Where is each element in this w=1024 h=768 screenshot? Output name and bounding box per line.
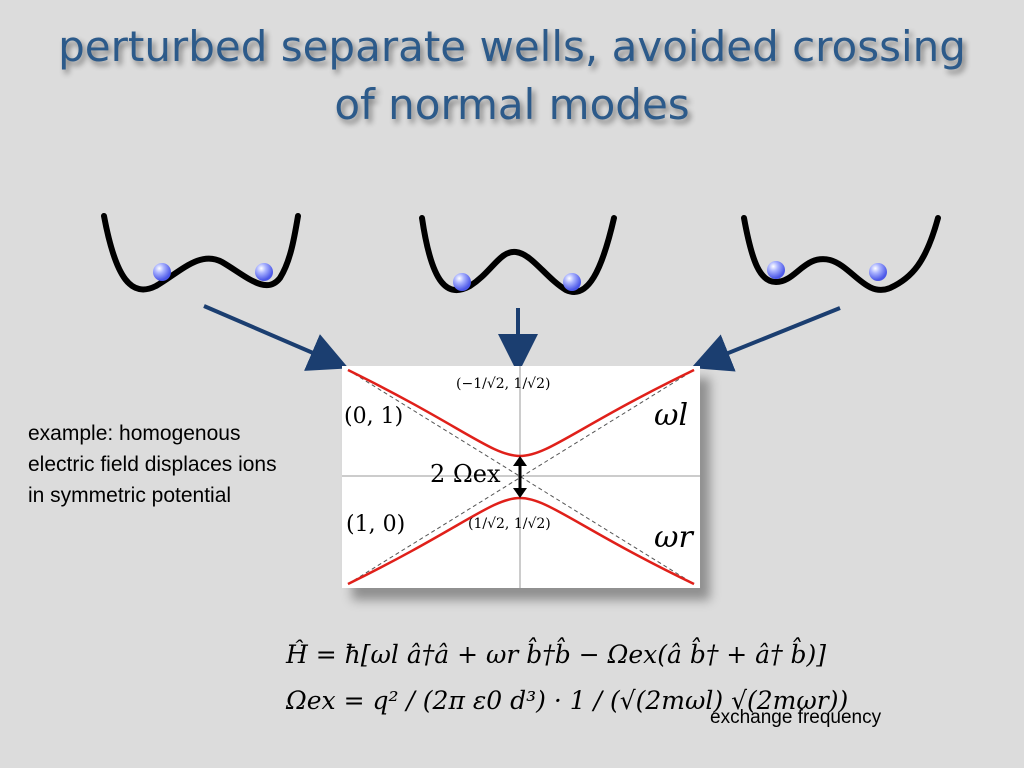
ion-ball xyxy=(869,263,887,281)
lower-mode-curve xyxy=(347,496,695,586)
hamiltonian-equation: Ĥ = ħ[ωl â†â + ωr b̂†b̂ − Ωex(â b̂† + â†… xyxy=(286,640,827,669)
state-label-10: (1, 0) xyxy=(346,512,406,537)
state-label-01: (0, 1) xyxy=(344,404,404,429)
ion-ball xyxy=(153,263,171,281)
slide-title: perturbed separate wells, avoided crossi… xyxy=(0,18,1024,134)
eigenvector-top: (−1/√2, 1/√2) xyxy=(456,376,551,392)
exchange-equation: Ωex = q² / (2π ε0 d³) · 1 / (√(2mωl) √(2… xyxy=(286,686,849,715)
example-description: example: homogenous electric field displ… xyxy=(28,422,277,507)
ion-ball xyxy=(453,273,471,291)
avoided-crossing-curves xyxy=(342,366,700,588)
omega-l-label: ωl xyxy=(654,398,689,433)
pointer-arrow-right xyxy=(691,306,841,372)
title-line-2: of normal modes xyxy=(334,80,690,129)
ion-ball xyxy=(255,263,273,281)
pointer-arrow-left xyxy=(203,304,349,371)
ion-ball xyxy=(767,261,785,279)
title-line-1: perturbed separate wells, avoided crossi… xyxy=(58,22,966,71)
omega-r-label: ωr xyxy=(654,520,693,555)
gap-arrowhead-up xyxy=(513,456,527,466)
ion-ball xyxy=(563,273,581,291)
potential-well-middle xyxy=(419,215,617,295)
avoided-crossing-plot xyxy=(342,366,700,588)
potential-well-right xyxy=(741,215,941,293)
eigenvector-bottom: (1/√2, 1/√2) xyxy=(468,516,551,532)
gap-arrowhead-down xyxy=(513,488,527,498)
potential-well-left xyxy=(101,213,301,293)
gap-label: 2 Ωex xyxy=(430,460,501,488)
exchange-frequency-label: exchange frequency xyxy=(710,707,882,728)
